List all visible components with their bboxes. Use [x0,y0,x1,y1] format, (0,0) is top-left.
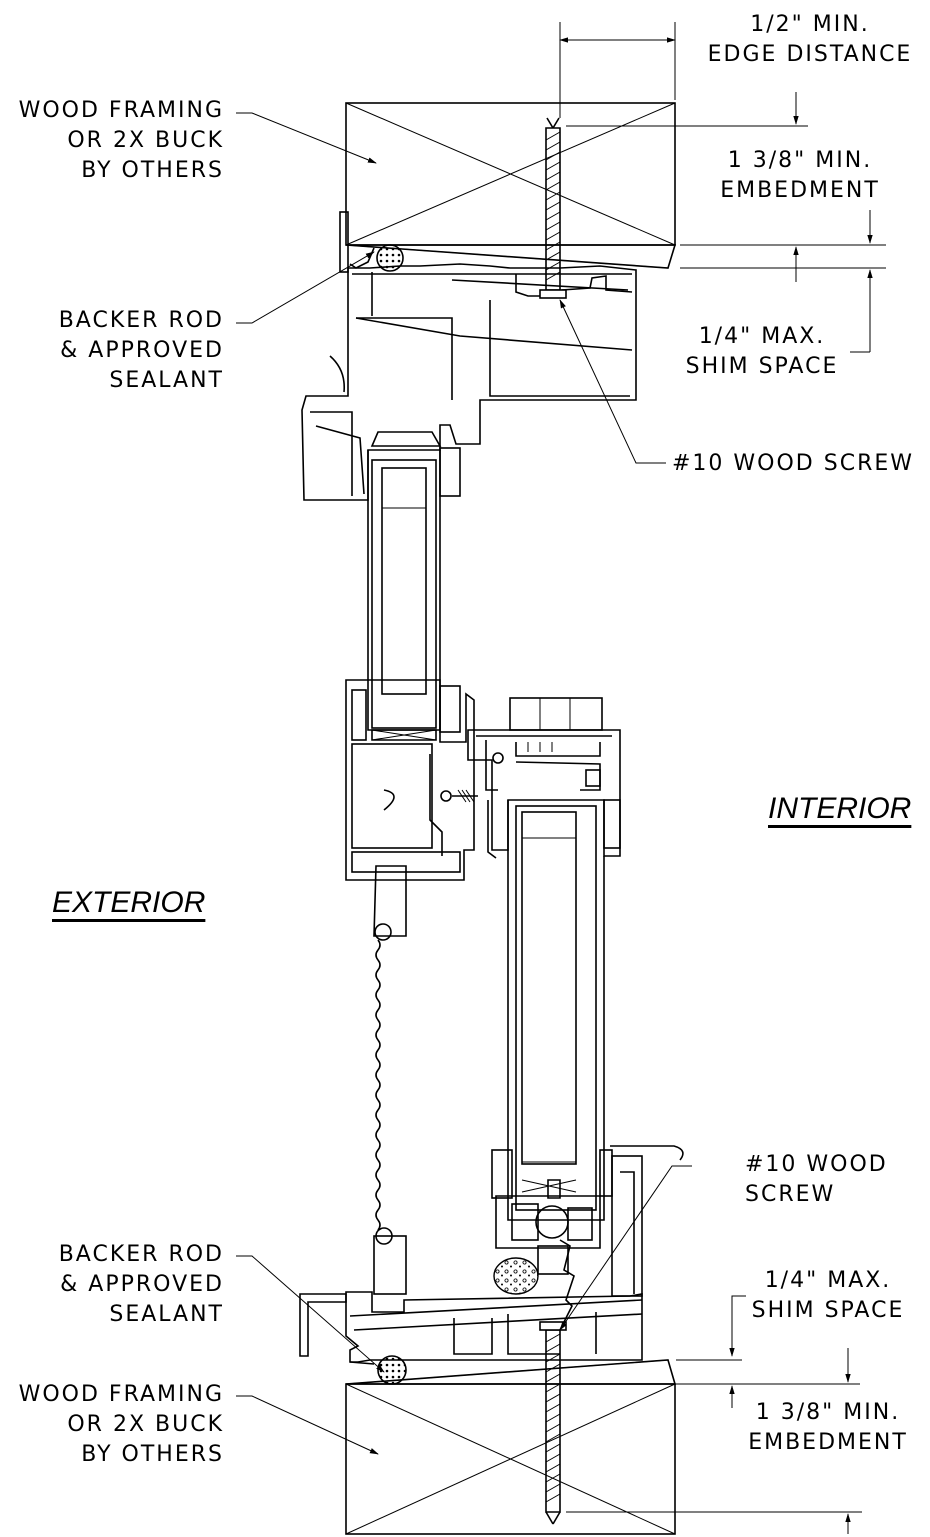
top-backer-rod-label: BACKER ROD & APPROVED SEALANT [10,306,224,396]
bottom-wood-framing-label: WOOD FRAMING OR 2X BUCK BY OTHERS [10,1380,224,1470]
weatherstrip [375,939,381,1231]
upper-sash [367,431,461,741]
head-frame-profile [301,263,637,501]
top-backer-rod-line-1: BACKER ROD [58,308,224,333]
bottom-backer-rod-label: BACKER ROD & APPROVED SEALANT [10,1240,224,1330]
top-edge-distance-line-1: 1/2" MIN. [750,12,870,37]
bottom-wood-framing-line-2: OR 2X BUCK [67,1412,224,1437]
interior-text: INTERIOR [768,792,912,825]
bottom-shim-space-line-1: 1/4" MAX. [764,1268,892,1293]
top-shim-space-label: 1/4" MAX. SHIM SPACE [662,322,862,382]
top-embedment-line-2: EMBEDMENT [720,178,880,203]
bottom-wood-framing-line-1: WOOD FRAMING [18,1382,224,1407]
lower-sash [491,799,684,1221]
bottom-embedment-line-1: 1 3/8" MIN. [755,1400,901,1425]
bottom-embedment-label: 1 3/8" MIN. EMBEDMENT [728,1398,928,1458]
top-backer-rod-line-3: SEALANT [109,368,224,393]
top-backer-rod-line-2: & APPROVED [60,338,224,363]
bottom-backer-rod-line-2: & APPROVED [60,1272,224,1297]
bottom-wood-framing-line-3: BY OTHERS [81,1442,224,1467]
top-wood-screw-text: #10 WOOD SCREW [672,451,915,476]
interior-label: INTERIOR [768,792,911,826]
sill-frame-profile [299,865,643,1363]
bottom-wood-screw-line-2: SCREW [745,1182,836,1207]
dimension-lines [236,22,886,1534]
top-wood-framing-label: WOOD FRAMING OR 2X BUCK BY OTHERS [10,96,224,186]
top-wood-screw-label: #10 WOOD SCREW [672,449,914,479]
top-wood-framing-line-2: OR 2X BUCK [67,128,224,153]
bottom-embedment-line-2: EMBEDMENT [748,1430,908,1455]
exterior-text: EXTERIOR [52,886,206,919]
top-shim-space-line-1: 1/4" MAX. [698,324,826,349]
exterior-label: EXTERIOR [52,886,205,920]
meeting-rail [345,679,478,881]
top-embedment-label: 1 3/8" MIN. EMBEDMENT [690,146,910,206]
bottom-backer-rod-line-3: SEALANT [109,1302,224,1327]
bottom-backer-rod-line-1: BACKER ROD [58,1242,224,1267]
top-wood-framing-line-3: BY OTHERS [81,158,224,183]
bottom-wood-screw-line-1: #10 WOOD [745,1152,888,1177]
lower-lock-hardware [493,1179,601,1295]
bottom-wood-framing-block [345,1359,677,1535]
bottom-shim-space-label: 1/4" MAX. SHIM SPACE [728,1266,928,1326]
bottom-shim-space-line-2: SHIM SPACE [751,1298,905,1323]
bottom-wood-screw [539,1239,575,1525]
top-edge-distance-label: 1/2" MIN. EDGE DISTANCE [700,10,920,70]
top-wood-screw [539,117,567,299]
top-edge-distance-line-2: EDGE DISTANCE [707,42,913,67]
bottom-wood-screw-label: #10 WOOD SCREW [745,1150,888,1210]
top-embedment-line-1: 1 3/8" MIN. [727,148,873,173]
top-shim-space-line-2: SHIM SPACE [685,354,839,379]
sash-lock-hardware [467,697,621,859]
top-wood-framing-line-1: WOOD FRAMING [18,98,224,123]
